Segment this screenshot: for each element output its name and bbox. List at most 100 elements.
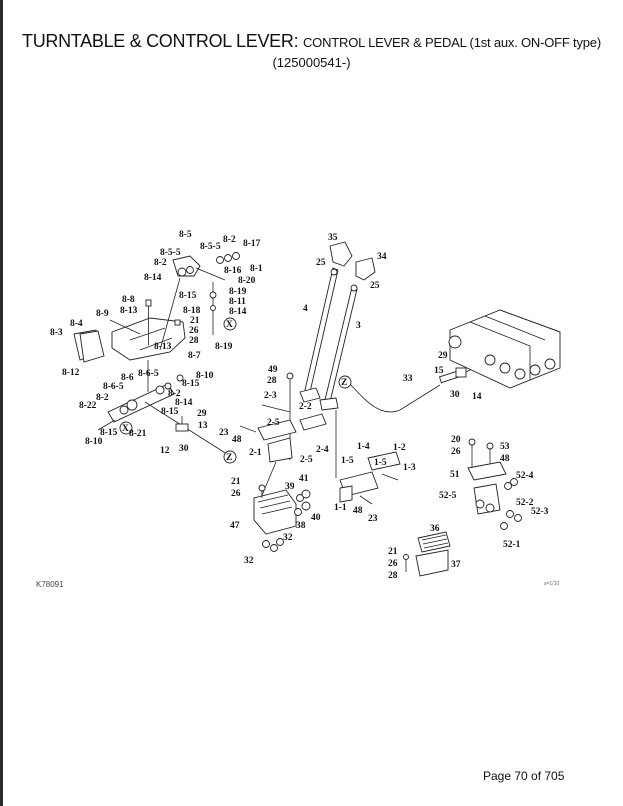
- part-label-26: 26: [451, 447, 461, 457]
- part-label-8-2: 8-2: [223, 235, 236, 245]
- part-label-8-22: 8-22: [79, 401, 97, 411]
- part-label-34: 34: [377, 252, 387, 262]
- part-label-8-12: 8-12: [62, 368, 80, 378]
- part-label-2-4: 2-4: [316, 445, 329, 455]
- title-sub: CONTROL LEVER & PEDAL (1st aux. ON-OFF t…: [302, 35, 601, 50]
- part-label-32: 32: [283, 533, 293, 543]
- callout-z-marker: Z: [226, 453, 232, 463]
- part-label-8-5-5: 8-5-5: [160, 248, 181, 258]
- part-label-14: 14: [472, 392, 482, 402]
- part-label-21: 21: [190, 316, 200, 326]
- part-label-38: 38: [296, 521, 306, 531]
- part-label-26: 26: [189, 326, 199, 336]
- pedal-assembly-2: [239, 372, 327, 501]
- part-label-8-4: 8-4: [70, 319, 83, 329]
- part-label-26: 26: [388, 559, 398, 569]
- knob-35: [329, 241, 353, 267]
- part-label-21: 21: [231, 477, 241, 487]
- part-label-41: 41: [299, 474, 309, 484]
- control-valve: [448, 309, 561, 389]
- part-label-2-5: 2-5: [300, 455, 313, 465]
- foot-pedal: [403, 531, 451, 577]
- part-label-23: 23: [368, 514, 378, 524]
- part-label-3: 3: [356, 321, 361, 331]
- callout-x-marker: X: [226, 320, 233, 330]
- part-label-29: 29: [197, 409, 207, 419]
- part-label-21: 21: [388, 547, 398, 557]
- part-label-1-5: 1-5: [374, 458, 387, 468]
- part-label-8-10: 8-10: [85, 437, 103, 447]
- part-label-32: 32: [244, 556, 254, 566]
- part-label-29: 29: [438, 351, 448, 361]
- part-label-52-3: 52-3: [531, 507, 549, 517]
- shuttle-valve: [467, 438, 522, 530]
- part-label-8-13: 8-13: [120, 306, 138, 316]
- part-label-37: 37: [451, 560, 461, 570]
- part-label-8-13: 8-13: [154, 342, 172, 352]
- part-label-52-1: 52-1: [503, 540, 521, 550]
- part-label-2-5: 2-5: [267, 418, 280, 428]
- part-label-8-2: 8-2: [154, 258, 167, 268]
- part-label-1-1: 1-1: [334, 503, 347, 513]
- part-label-49: 49: [268, 365, 278, 375]
- part-label-8-18: 8-18: [183, 306, 201, 316]
- part-labels: 8-5 8-5-5 8-2 8-17 8-5-5 8-2 8-1 8-16 8-…: [50, 230, 549, 581]
- part-label-20: 20: [451, 435, 461, 445]
- part-label-8-14: 8-14: [175, 398, 193, 408]
- scale-note: s=1/10: [544, 581, 560, 587]
- page-title: TURNTABLE & CONTROL LEVER: CONTROL LEVER…: [0, 31, 623, 52]
- part-label-8-14: 8-14: [144, 273, 162, 283]
- part-label-53: 53: [500, 442, 510, 452]
- part-label-8-6: 8-6: [121, 373, 134, 383]
- part-label-8-9: 8-9: [96, 309, 109, 319]
- part-label-4: 4: [303, 304, 308, 314]
- part-label-52-5: 52-5: [439, 491, 457, 501]
- part-label-1-3: 1-3: [403, 463, 416, 473]
- part-label-48: 48: [500, 454, 510, 464]
- part-label-52-2: 52-2: [516, 498, 534, 508]
- part-label-28: 28: [388, 571, 398, 581]
- cable-33: [349, 383, 441, 413]
- part-label-2-3: 2-3: [264, 391, 277, 401]
- part-label-1-5: 1-5: [341, 456, 354, 466]
- pedal-assembly-1: [335, 410, 401, 505]
- part-label-25: 25: [370, 281, 380, 291]
- part-label-8-17: 8-17: [243, 239, 261, 249]
- serial-range: (125000541-): [272, 55, 351, 70]
- part-label-48: 48: [353, 506, 363, 516]
- part-label-8-6-5: 8-6-5: [138, 369, 159, 379]
- part-label-52-4: 52-4: [516, 471, 534, 481]
- part-label-8-5-5: 8-5-5: [200, 242, 221, 252]
- part-label-39: 39: [285, 482, 295, 492]
- part-label-8-21: 8-21: [129, 429, 147, 439]
- part-label-28: 28: [189, 336, 199, 346]
- part-label-40: 40: [311, 513, 321, 523]
- part-label-23: 23: [219, 428, 229, 438]
- part-label-26: 26: [231, 489, 241, 499]
- lever-bracket-assembly: X X Z: [73, 252, 240, 464]
- part-label-12: 12: [160, 446, 170, 456]
- part-label-1-4: 1-4: [357, 442, 370, 452]
- part-label-8-2: 8-2: [168, 389, 181, 399]
- part-label-8-15: 8-15: [100, 428, 118, 438]
- part-label-33: 33: [403, 374, 413, 384]
- part-label-8-20: 8-20: [238, 276, 256, 286]
- part-label-8-3: 8-3: [50, 328, 63, 338]
- part-label-8-8: 8-8: [122, 295, 135, 305]
- page-left-edge: [0, 0, 3, 806]
- part-label-48: 48: [232, 435, 242, 445]
- pilot-valve: [253, 484, 311, 552]
- part-label-1-2: 1-2: [393, 443, 406, 453]
- top-knob: [172, 255, 201, 277]
- part-label-36: 36: [430, 524, 440, 534]
- part-label-30: 30: [179, 444, 189, 454]
- title-main: TURNTABLE & CONTROL LEVER:: [22, 31, 303, 51]
- part-label-8-5: 8-5: [179, 230, 192, 240]
- part-label-8-7: 8-7: [188, 351, 201, 361]
- part-label-8-6-5: 8-6-5: [103, 382, 124, 392]
- part-label-8-11: 8-11: [229, 297, 246, 307]
- part-label-35: 35: [328, 233, 338, 243]
- part-label-2-1: 2-1: [249, 448, 262, 458]
- knob-34: [355, 257, 376, 281]
